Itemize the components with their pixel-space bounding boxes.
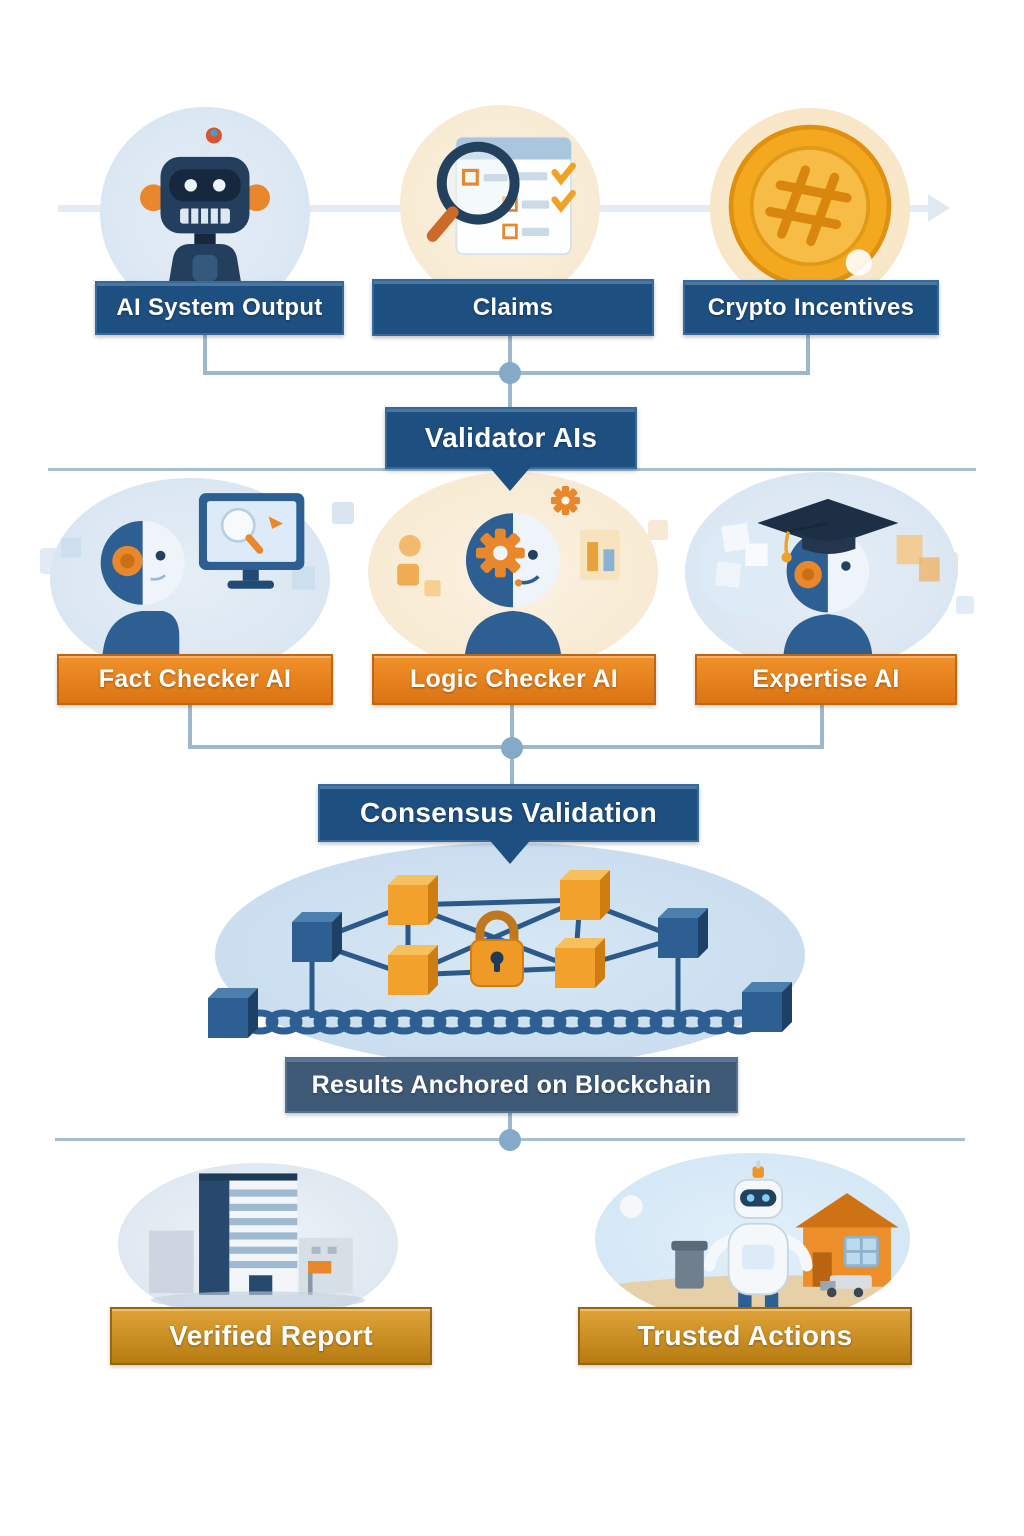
label-crypto-incentives: Crypto Incentives <box>683 280 939 335</box>
connector-junction <box>501 737 523 759</box>
magnifier-checklist-icon <box>409 114 591 296</box>
expertise-robot-icon <box>692 477 950 667</box>
label-ai-system-output: AI System Output <box>95 281 344 335</box>
fact-checker-illustration <box>50 478 330 678</box>
down-arrow-icon <box>486 836 534 864</box>
trusted-actions-illustration <box>595 1153 910 1325</box>
down-arrow-icon <box>486 463 534 491</box>
flow-arrowhead-icon <box>928 194 950 222</box>
lock-icon <box>470 910 524 987</box>
validator-ais-box: Validator AIs <box>385 407 637 469</box>
crypto-coin-icon <box>716 114 904 302</box>
building-icon <box>124 1168 392 1320</box>
robot-head-icon <box>116 123 294 301</box>
crypto-incentives-illustration <box>710 108 910 308</box>
decor-square <box>648 520 668 540</box>
connector <box>188 701 192 749</box>
decor-square <box>956 596 974 614</box>
consensus-validation-box: Consensus Validation <box>318 784 699 842</box>
label-fact-checker-ai: Fact Checker AI <box>57 654 333 705</box>
connector <box>820 701 824 749</box>
logic-checker-robot-icon <box>375 477 651 667</box>
label-verified-report: Verified Report <box>110 1307 432 1365</box>
connector <box>508 1107 512 1141</box>
expertise-illustration <box>685 472 957 672</box>
connector <box>203 331 207 375</box>
robot-house-icon <box>595 1153 910 1325</box>
label-trusted-actions: Trusted Actions <box>578 1307 912 1365</box>
label-results-anchored: Results Anchored on Blockchain <box>285 1057 738 1113</box>
label-expertise-ai: Expertise AI <box>695 654 957 705</box>
verified-report-illustration <box>118 1163 398 1325</box>
label-claims: Claims <box>372 279 654 336</box>
connector-junction <box>499 1129 521 1151</box>
connector-junction <box>499 362 521 384</box>
fact-checker-robot-icon <box>56 484 324 672</box>
logic-checker-illustration <box>368 472 658 672</box>
connector <box>806 331 810 375</box>
label-logic-checker-ai: Logic Checker AI <box>372 654 656 705</box>
claims-illustration <box>400 105 600 305</box>
decor-square <box>332 502 354 524</box>
blockchain-network-icon <box>200 838 820 1078</box>
